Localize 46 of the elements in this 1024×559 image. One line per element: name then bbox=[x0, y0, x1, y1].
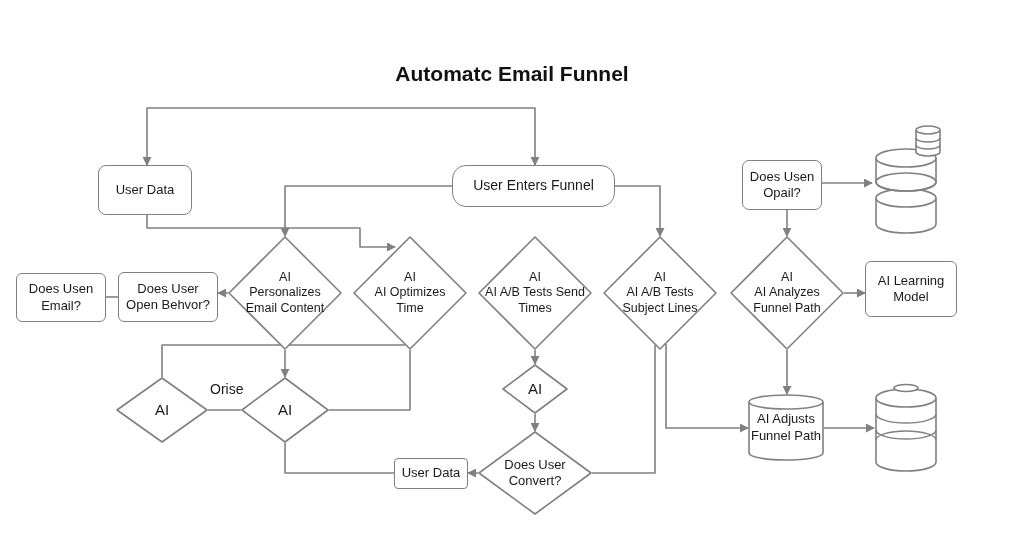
connector-arrow bbox=[217, 288, 229, 298]
node-label: AI Learning Model bbox=[876, 272, 946, 306]
node-label: AI bbox=[154, 400, 170, 420]
connector-arrow bbox=[280, 185, 453, 237]
node-label: Personalizes Email Content bbox=[244, 285, 326, 317]
connector-arrow bbox=[843, 288, 866, 298]
node-label: AI bbox=[277, 400, 293, 420]
connector-arrow bbox=[530, 349, 540, 365]
process-box bbox=[98, 165, 192, 215]
connector-arrow bbox=[782, 209, 792, 237]
node-label: Does User Open Behvor? bbox=[125, 280, 211, 314]
process-box bbox=[742, 160, 822, 210]
process-box bbox=[118, 272, 218, 322]
connector-arrow bbox=[614, 185, 665, 237]
process-box bbox=[16, 273, 106, 322]
node-label: User Data bbox=[401, 465, 461, 482]
node-label: AI Analyzes Funnel Path bbox=[752, 285, 822, 317]
node-label: User Data bbox=[115, 181, 175, 199]
process-box bbox=[452, 165, 615, 207]
connector-arrow bbox=[530, 413, 540, 432]
diagram-title: Automatc Email Funnel bbox=[395, 62, 629, 86]
node-label: AI Adjusts Funnel Path bbox=[749, 411, 823, 444]
connector-arrow bbox=[146, 214, 396, 252]
node-label: AI bbox=[529, 269, 541, 286]
connector-arrow bbox=[821, 178, 873, 188]
process-box bbox=[394, 458, 468, 489]
connector-arrow bbox=[782, 349, 792, 395]
node-label: AI bbox=[527, 379, 543, 399]
edge-label: Orise bbox=[208, 381, 246, 397]
node-label: AI bbox=[279, 269, 291, 286]
connector-arrow bbox=[467, 468, 479, 478]
node-label: Does Usen Opail? bbox=[749, 168, 815, 202]
node-label: Does User Convert? bbox=[503, 456, 567, 490]
process-box bbox=[865, 261, 957, 317]
node-label: AI bbox=[781, 269, 793, 286]
connector-arrow bbox=[823, 423, 875, 433]
node-label: User Enters Funnel bbox=[473, 177, 594, 195]
connector-arrow bbox=[142, 107, 540, 166]
connector-arrow bbox=[280, 349, 290, 378]
connector-arrow bbox=[665, 343, 749, 433]
node-label: AI A/B Tests Subject Lines bbox=[621, 285, 699, 317]
node-label: AI Optimizes Time bbox=[373, 285, 447, 317]
node-label: AI A/B Tests Send Times bbox=[485, 285, 585, 317]
node-label: AI bbox=[404, 269, 416, 286]
node-label: Does Usen Email? bbox=[27, 281, 95, 314]
node-label: AI bbox=[654, 269, 666, 286]
